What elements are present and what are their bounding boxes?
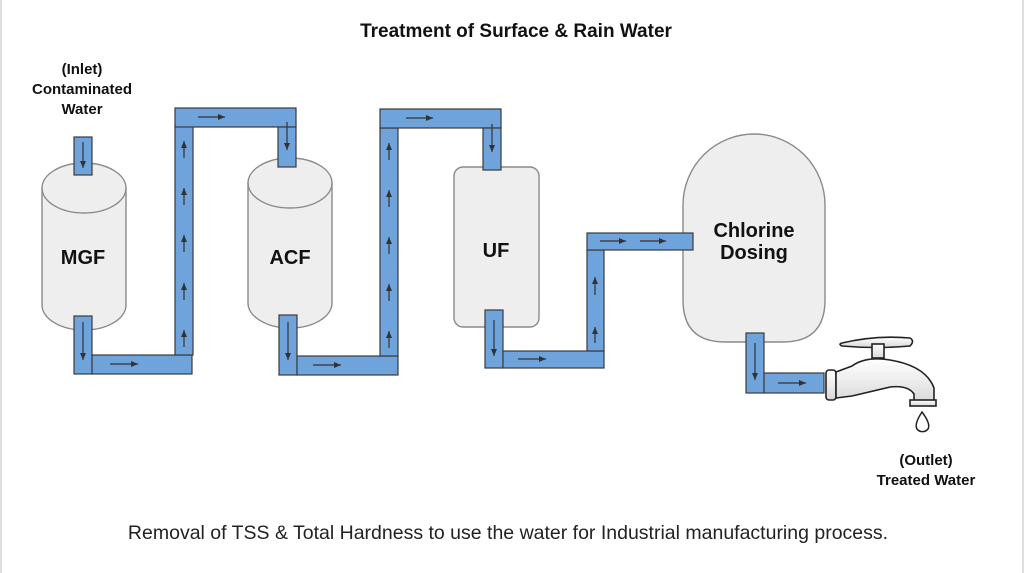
pipe-uf-to-chlorine bbox=[484, 232, 694, 369]
outlet-label-line2: Treated Water bbox=[877, 472, 976, 489]
uf-vessel: UF bbox=[453, 166, 540, 328]
chlorine-label-line1: Chlorine bbox=[713, 220, 794, 242]
inlet-label: (Inlet) Contaminated Water bbox=[32, 61, 132, 118]
inlet-label-line3: Water bbox=[61, 101, 102, 118]
mgf-label: MGF bbox=[61, 247, 105, 269]
pipe-mgf-to-acf bbox=[73, 107, 297, 375]
chlorine-dosing-tank: Chlorine Dosing bbox=[682, 133, 826, 343]
faucet-icon bbox=[825, 336, 937, 407]
chlorine-label-line2: Dosing bbox=[720, 242, 788, 264]
acf-vessel: ACF bbox=[247, 157, 333, 329]
outlet-label: (Outlet) Treated Water bbox=[877, 452, 976, 489]
diagram-caption: Removal of TSS & Total Hardness to use t… bbox=[128, 522, 888, 544]
uf-label: UF bbox=[483, 240, 510, 262]
acf-label: ACF bbox=[269, 247, 310, 269]
diagram-title: Treatment of Surface & Rain Water bbox=[360, 21, 672, 42]
outlet-label-line1: (Outlet) bbox=[899, 452, 952, 469]
flow-arrows bbox=[80, 114, 806, 386]
mgf-vessel: MGF bbox=[41, 162, 127, 331]
water-drop-icon bbox=[915, 410, 930, 433]
inlet-label-line2: Contaminated bbox=[32, 81, 132, 98]
pipe-acf-to-uf bbox=[278, 108, 502, 376]
inlet-label-line1: (Inlet) bbox=[62, 61, 103, 78]
